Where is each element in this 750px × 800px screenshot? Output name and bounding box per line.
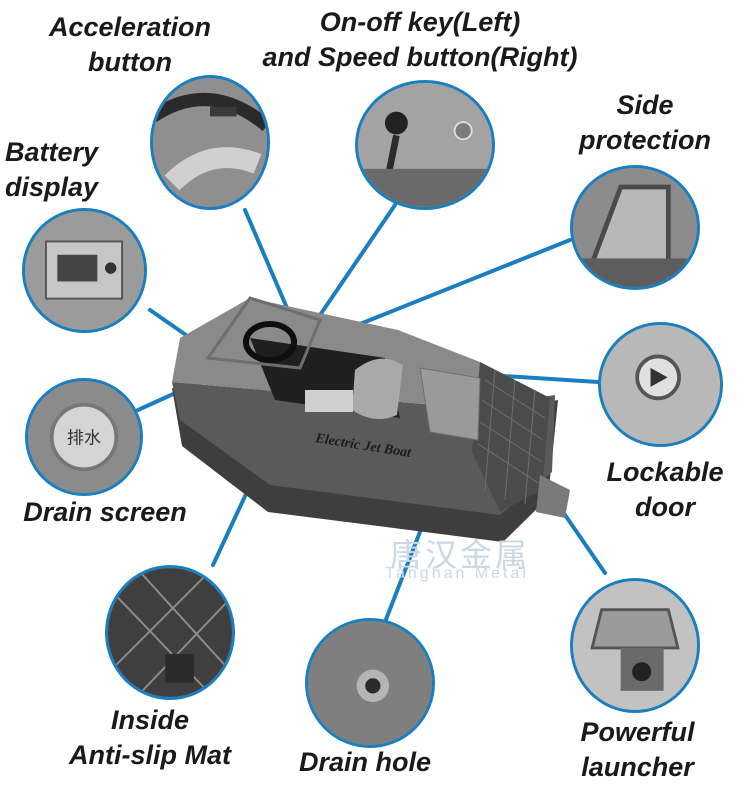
acceleration-button-photo: [150, 75, 270, 210]
side-protection-photo: [570, 165, 700, 290]
powerful-launcher-label: Powerful launcher: [580, 717, 695, 782]
drain-screen-label: Drain screen: [23, 497, 187, 527]
drain-hole-label: Drain hole: [298, 747, 432, 777]
drain-screen-photo-icon: 排水: [28, 381, 140, 493]
battery-photo-icon: [25, 211, 144, 330]
battery-display-photo: [22, 208, 147, 333]
acceleration-button-label: Acceleration button: [48, 12, 212, 77]
lockable-photo-icon: [601, 325, 720, 444]
anti-slip-mat-photo: [105, 565, 235, 700]
powerful-launcher-photo: [570, 578, 700, 713]
watermark-en: Tanghan Metal: [385, 565, 529, 582]
boat-illustration: Electric Jet Boat: [172, 296, 570, 542]
drain-hole-photo: [305, 618, 435, 748]
launcher-photo-icon: [573, 581, 697, 710]
drain-hole-photo-icon: [308, 621, 432, 745]
battery-display-label: Battery display: [5, 137, 99, 202]
watermark-cn: 唐汉金属: [390, 537, 531, 573]
acceleration-photo-icon: [153, 78, 267, 207]
drain-screen-photo: 排水: [25, 378, 143, 496]
anti-slip-mat-label: Inside Anti-slip Mat: [69, 705, 231, 770]
drain-screen-text: 排水: [67, 429, 101, 449]
lockable-door-photo: [598, 322, 723, 447]
side-protection-label: Side protection: [579, 90, 711, 155]
mat-photo-icon: [108, 568, 232, 697]
side-photo-icon: [573, 168, 697, 287]
lockable-door-label: Lockable door: [606, 457, 724, 522]
onoff-key-photo: [355, 80, 495, 210]
onoff-speed-label: On-off key(Left) and Speed button(Right): [262, 7, 578, 72]
onoff-photo-icon: [358, 83, 492, 207]
